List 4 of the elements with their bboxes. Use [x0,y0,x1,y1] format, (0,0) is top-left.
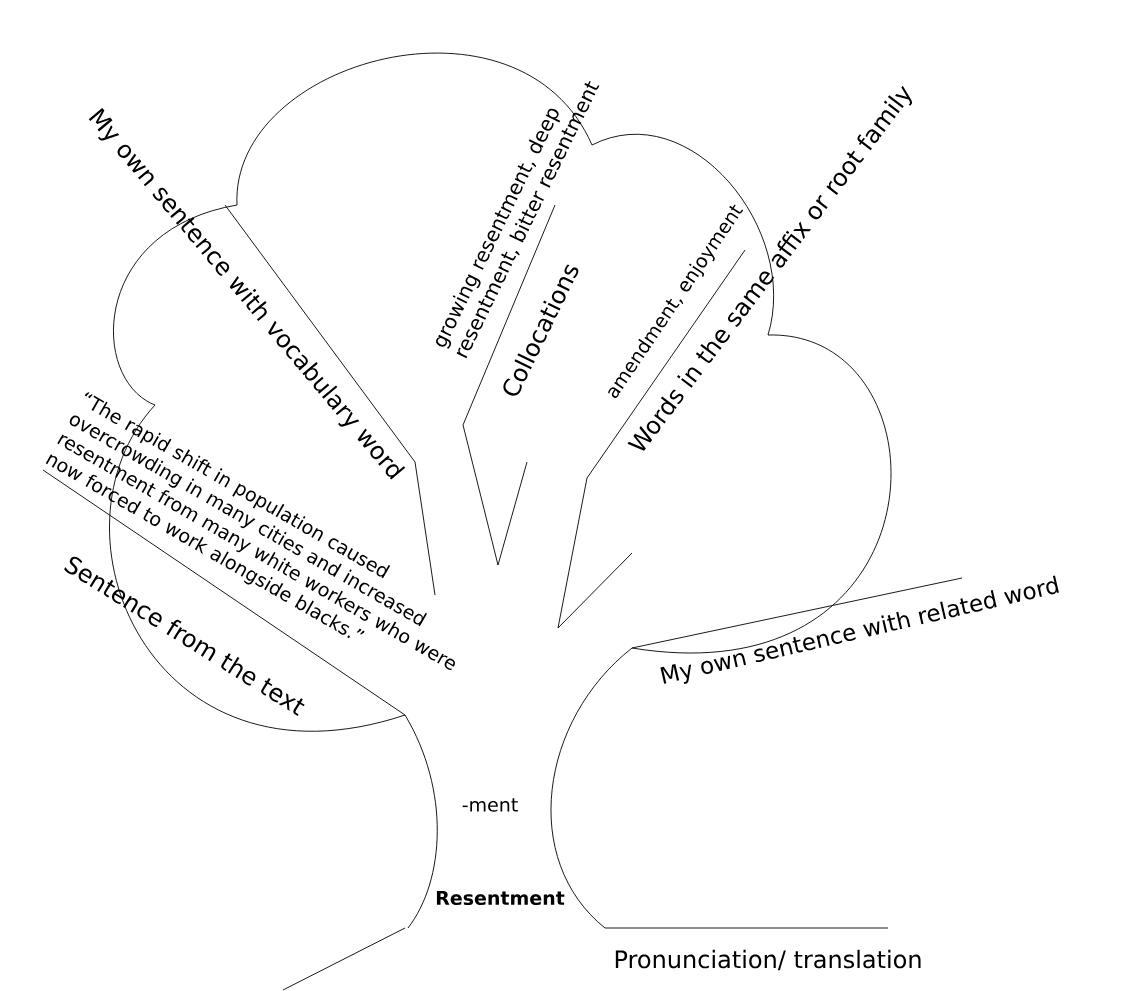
branch-label: My own sentence with related word [660,575,1059,684]
branch-label: Pronunciation/ translation [615,949,921,971]
word-text: Resentment [436,890,565,906]
suffix-text: -ment [462,798,518,812]
